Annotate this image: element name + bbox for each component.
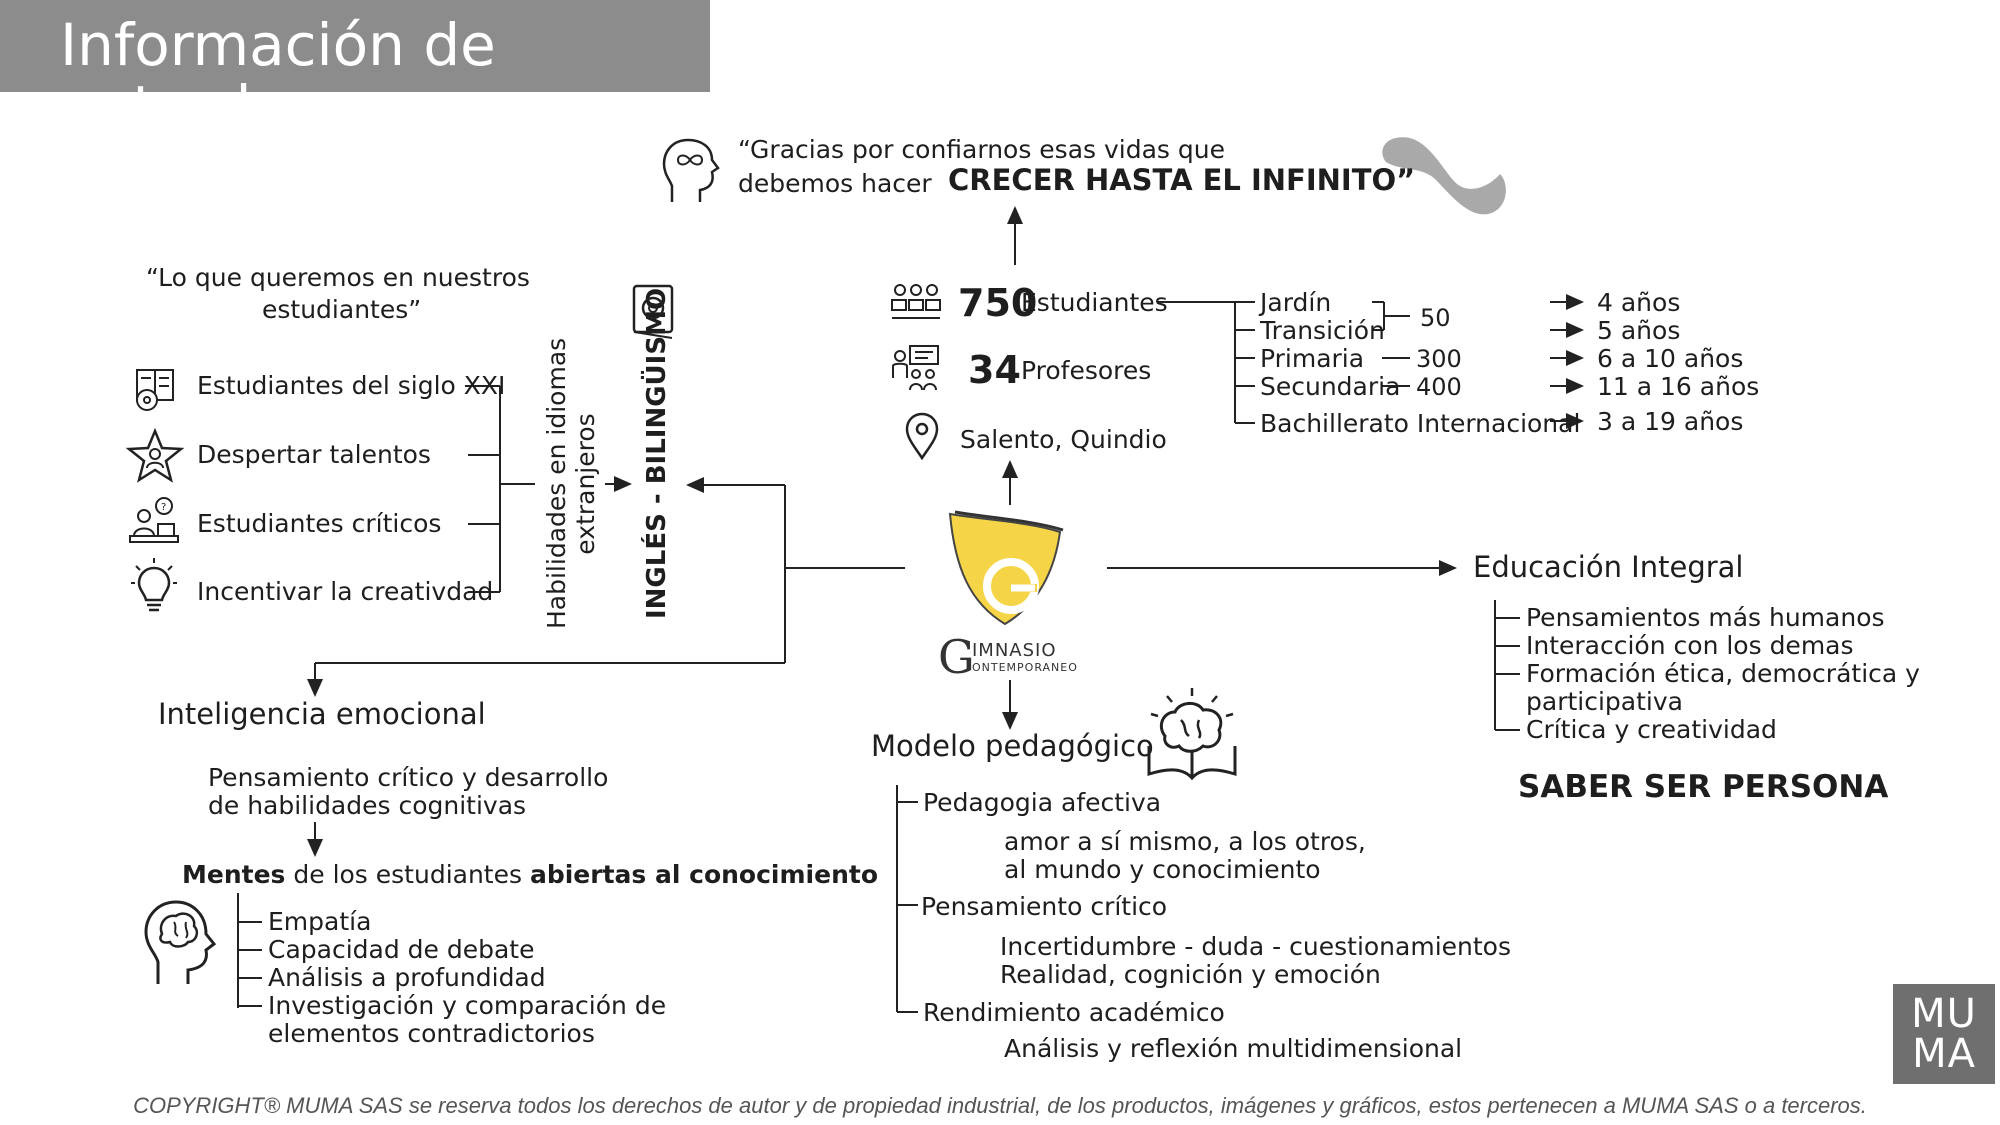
emotional-item-3: Investigación y comparación de — [268, 991, 667, 1020]
muma-logo-line2: MA — [1912, 1031, 1976, 1077]
integral-item-0: Pensamientos más humanos — [1526, 603, 1885, 632]
logo-initial: G — [938, 630, 975, 684]
level-name-2: Primaria — [1260, 344, 1365, 373]
page-title: Información de entrada — [60, 11, 496, 141]
pedagogic-section-2-line-0: Análisis y reflexión multidimensional — [1004, 1034, 1463, 1063]
integral-item-1: Interacción con los demas — [1526, 631, 1854, 660]
integral-motto: SABER SER PERSONA — [1518, 769, 1889, 805]
level-age-2: 6 a 10 años — [1597, 344, 1744, 373]
lightbulb-icon — [131, 558, 177, 612]
minds-bold-1: Mentes — [182, 860, 286, 889]
teachers-count: 34 — [968, 348, 1021, 392]
emotional-title: Inteligencia emocional — [158, 697, 486, 731]
quote-line2-prefix: debemos hacer — [738, 169, 932, 198]
head-infinity-icon — [662, 138, 720, 202]
left-heading-line1: “Lo que queremos en nuestros — [146, 263, 530, 292]
levels-group-count: 50 — [1420, 304, 1451, 332]
copyright-footer: COPYRIGHT® MUMA SAS se reserva todos los… — [133, 1093, 1867, 1118]
level-count-2: 300 — [1416, 345, 1462, 373]
minds-middle: de los estudiantes — [285, 860, 530, 889]
brain-book-icon — [1147, 688, 1237, 781]
level-name-4: Bachillerato Internacional — [1260, 409, 1581, 438]
minds-sentence: Mentes de los estudiantes abiertas al co… — [182, 861, 878, 889]
left-heading-line2: estudiantes” — [262, 295, 422, 324]
students-label: Estudiantes — [1021, 288, 1168, 317]
classroom-icon — [891, 284, 941, 319]
pedagogic-section-1-line-0: Incertidumbre - duda - cuestionamientos — [1000, 932, 1511, 961]
emotional-item-2: Análisis a profundidad — [268, 963, 546, 992]
school-shield-logo — [948, 510, 1064, 626]
location-label: Salento, Quindio — [960, 425, 1167, 454]
integral-item-2: Formación ética, democrática y — [1526, 659, 1920, 688]
muma-logo-line1: MU — [1911, 991, 1977, 1037]
pedagogic-section-1-line-1: Realidad, cognición y emoción — [1000, 960, 1381, 989]
student-desk-icon: ? — [129, 497, 179, 543]
level-age-4: 3 a 19 años — [1597, 407, 1744, 436]
book-gear-icon — [632, 284, 674, 339]
quote-line2-bold: CRECER HASTA EL INFINITO” — [948, 163, 1416, 197]
teachers-icon — [892, 345, 939, 391]
book-cd-icon — [136, 369, 174, 411]
integral-title: Educación Integral — [1473, 550, 1744, 584]
skills-line1: Habilidades en idiomas — [542, 337, 571, 629]
level-age-0: 4 años — [1597, 288, 1681, 317]
left-item-2: Estudiantes críticos — [197, 509, 442, 538]
brain-head-icon — [144, 900, 217, 984]
pedagogic-section-0-line-0: amor a sí mismo, a los otros, — [1004, 827, 1366, 856]
minds-bold-2: abiertas al conocimiento — [529, 860, 878, 889]
logo-line1: IMNASIO — [972, 640, 1057, 661]
level-age-1: 5 años — [1597, 316, 1681, 345]
emotional-item-4: elementos contradictorios — [268, 1019, 595, 1048]
skills-line2: extranjeros — [571, 413, 600, 555]
bilingual-label: INGLÉS - BILINGÜISMO — [642, 287, 672, 619]
level-name-1: Transición — [1260, 316, 1385, 345]
pedagogic-section-0-line-1: al mundo y conocimiento — [1004, 855, 1321, 884]
pedagogic-section-0: Pedagogia afectiva — [923, 788, 1162, 817]
students-count: 750 — [958, 281, 1038, 325]
infinity-logo-icon — [1382, 137, 1506, 215]
left-item-1: Despertar talentos — [197, 440, 431, 469]
emotional-line1: Pensamiento crítico y desarrollo — [208, 763, 609, 792]
muma-logo: MU MA — [1893, 984, 1995, 1084]
integral-item-4: Crítica y creatividad — [1526, 715, 1777, 744]
left-item-3: Incentivar la creativdad — [197, 577, 494, 606]
quote-line1: “Gracias por confiarnos esas vidas que — [738, 135, 1225, 164]
level-count-3: 400 — [1416, 373, 1462, 401]
location-pin-icon — [905, 412, 939, 460]
pedagogic-section-1: Pensamiento crítico — [921, 892, 1168, 921]
svg-text:?: ? — [161, 502, 166, 513]
level-name-0: Jardín — [1260, 288, 1332, 317]
left-item-0: Estudiantes del siglo XXI — [197, 371, 506, 400]
pedagogic-section-2: Rendimiento académico — [923, 998, 1225, 1027]
teachers-label: Profesores — [1021, 356, 1152, 385]
title-bar: Información de entrada — [0, 0, 710, 138]
logo-line2: ONTEMPORANEO — [972, 661, 1078, 674]
integral-item-3: participativa — [1526, 687, 1683, 716]
star-person-icon — [125, 428, 185, 483]
level-age-3: 11 a 16 años — [1597, 372, 1760, 401]
emotional-line2: de habilidades cognitivas — [208, 791, 527, 820]
level-name-3: Secundaria — [1260, 372, 1401, 401]
emotional-item-0: Empatía — [268, 907, 372, 936]
emotional-item-1: Capacidad de debate — [268, 935, 535, 964]
pedagogic-title: Modelo pedagógico — [871, 729, 1154, 763]
